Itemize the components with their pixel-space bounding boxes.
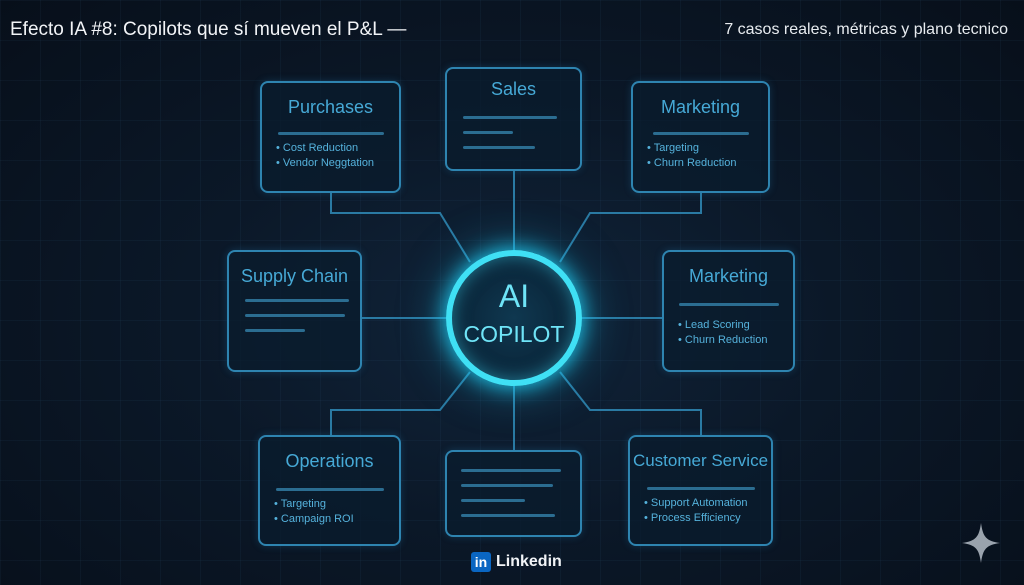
list-item: Vendor Neggtation [276,156,399,171]
hub-label-ai: AI [498,278,530,314]
placeholder-line [461,499,525,502]
sparkle-icon [962,523,1000,563]
linkedin-badge: in Linkedin [471,552,562,572]
list-item: Churn Reduction [678,333,793,348]
divider [275,488,384,491]
node-supply-chain: Supply Chain [227,250,362,372]
node-unlabeled [445,450,582,537]
node-title: Marketing [660,97,741,117]
list-item: Churn Reduction [647,156,768,171]
divider [277,132,384,135]
divider [678,303,779,306]
node-title: Purchases [287,97,374,117]
list-item: Targeting [274,497,399,512]
hub-label-copilot: COPILOT [463,321,565,347]
divider [652,132,749,135]
linkedin-label: Linkedin [496,553,562,570]
placeholder-line [245,314,345,317]
node-marketing-top: Marketing TargetingChurn Reduction [631,81,770,193]
placeholder-line [463,131,513,134]
node-title: Customer Service [632,451,769,470]
placeholder-line [461,484,553,487]
placeholder-line [461,514,555,517]
placeholder-line [463,116,557,119]
list-item: Targeting [647,141,768,156]
node-customer-service: Customer Service Support AutomationProce… [628,435,773,546]
linkedin-icon: in [471,552,491,572]
placeholder-line [245,329,305,332]
node-operations: Operations TargetingCampaign ROI [258,435,401,546]
page-subtitle: 7 casos reales, métricas y plano tecnico [724,21,1008,38]
list-item: Lead Scoring [678,318,793,333]
node-purchases: Purchases Cost ReductionVendor Neggtatio… [260,81,401,193]
placeholder-line [245,299,349,302]
list-item: Process Efficiency [644,511,771,526]
node-title: Sales [490,79,537,99]
node-title: Operations [285,451,374,471]
placeholder-line [461,469,561,472]
list-item: Campaign ROI [274,512,399,527]
list-item: Support Automation [644,496,771,511]
node-sales: Sales [445,67,582,171]
node-title: Supply Chain [240,266,349,286]
node-title: Marketing [688,266,769,286]
list-item: Cost Reduction [276,141,399,156]
ai-copilot-hub: AI COPILOT [446,250,582,386]
page-title: Efecto IA #8: Copilots que sí mueven el … [10,19,407,40]
placeholder-line [463,146,535,149]
divider [646,487,755,490]
node-marketing-right: Marketing Lead ScoringChurn Reduction [662,250,795,372]
